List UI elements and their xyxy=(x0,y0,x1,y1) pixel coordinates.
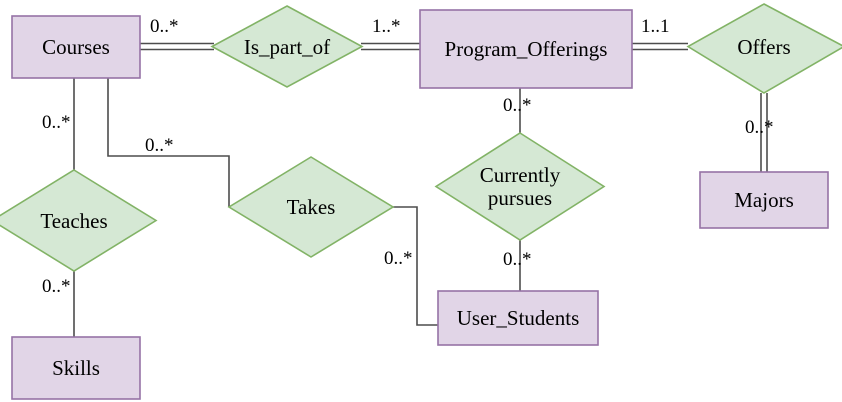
cardinality-courses-takes: 0..* xyxy=(145,135,174,156)
connector-is_part_of-program_offerings xyxy=(361,42,420,51)
connector-offers-majors xyxy=(760,93,768,172)
cardinality-takes-user-students: 0..* xyxy=(384,248,413,269)
relationship-diamond-takes[interactable] xyxy=(227,156,395,258)
relationship-diamond-offers[interactable] xyxy=(686,3,842,94)
relationship-shape-layer xyxy=(0,3,842,272)
relationship-diamond-is-part-of[interactable] xyxy=(210,5,364,88)
connector-courses-is_part_of xyxy=(140,42,214,51)
connector-courses-takes xyxy=(107,78,230,207)
entity-rect-user-students[interactable] xyxy=(437,290,599,346)
connector-layer xyxy=(73,42,768,337)
entity-rect-majors[interactable] xyxy=(699,171,829,229)
cardinality-courses-is-part-of: 0..* xyxy=(150,16,179,37)
cardinality-is-part-of-program-offerings: 1..* xyxy=(372,16,401,37)
cardinality-courses-teaches: 0..* xyxy=(42,112,71,133)
entity-rect-program-offerings[interactable] xyxy=(419,9,633,89)
relationship-diamond-teaches[interactable] xyxy=(0,169,158,272)
cardinality-program-offerings-offers: 1..1 xyxy=(641,16,670,37)
connector-takes-user_students xyxy=(393,206,438,326)
cardinality-teaches-skills: 0..* xyxy=(42,276,71,297)
cardinality-program-offerings-currently-pursues: 0..* xyxy=(503,95,532,116)
entity-rect-skills[interactable] xyxy=(11,336,141,400)
entity-shape-layer xyxy=(11,9,829,400)
connector-program_offerings-offers xyxy=(632,42,688,51)
cardinality-currently-pursues-user-students: 0..* xyxy=(503,249,532,270)
relationship-diamond-currently-pursues[interactable] xyxy=(434,132,606,241)
cardinality-offers-majors: 0..* xyxy=(745,117,774,138)
entity-rect-courses[interactable] xyxy=(11,15,141,79)
